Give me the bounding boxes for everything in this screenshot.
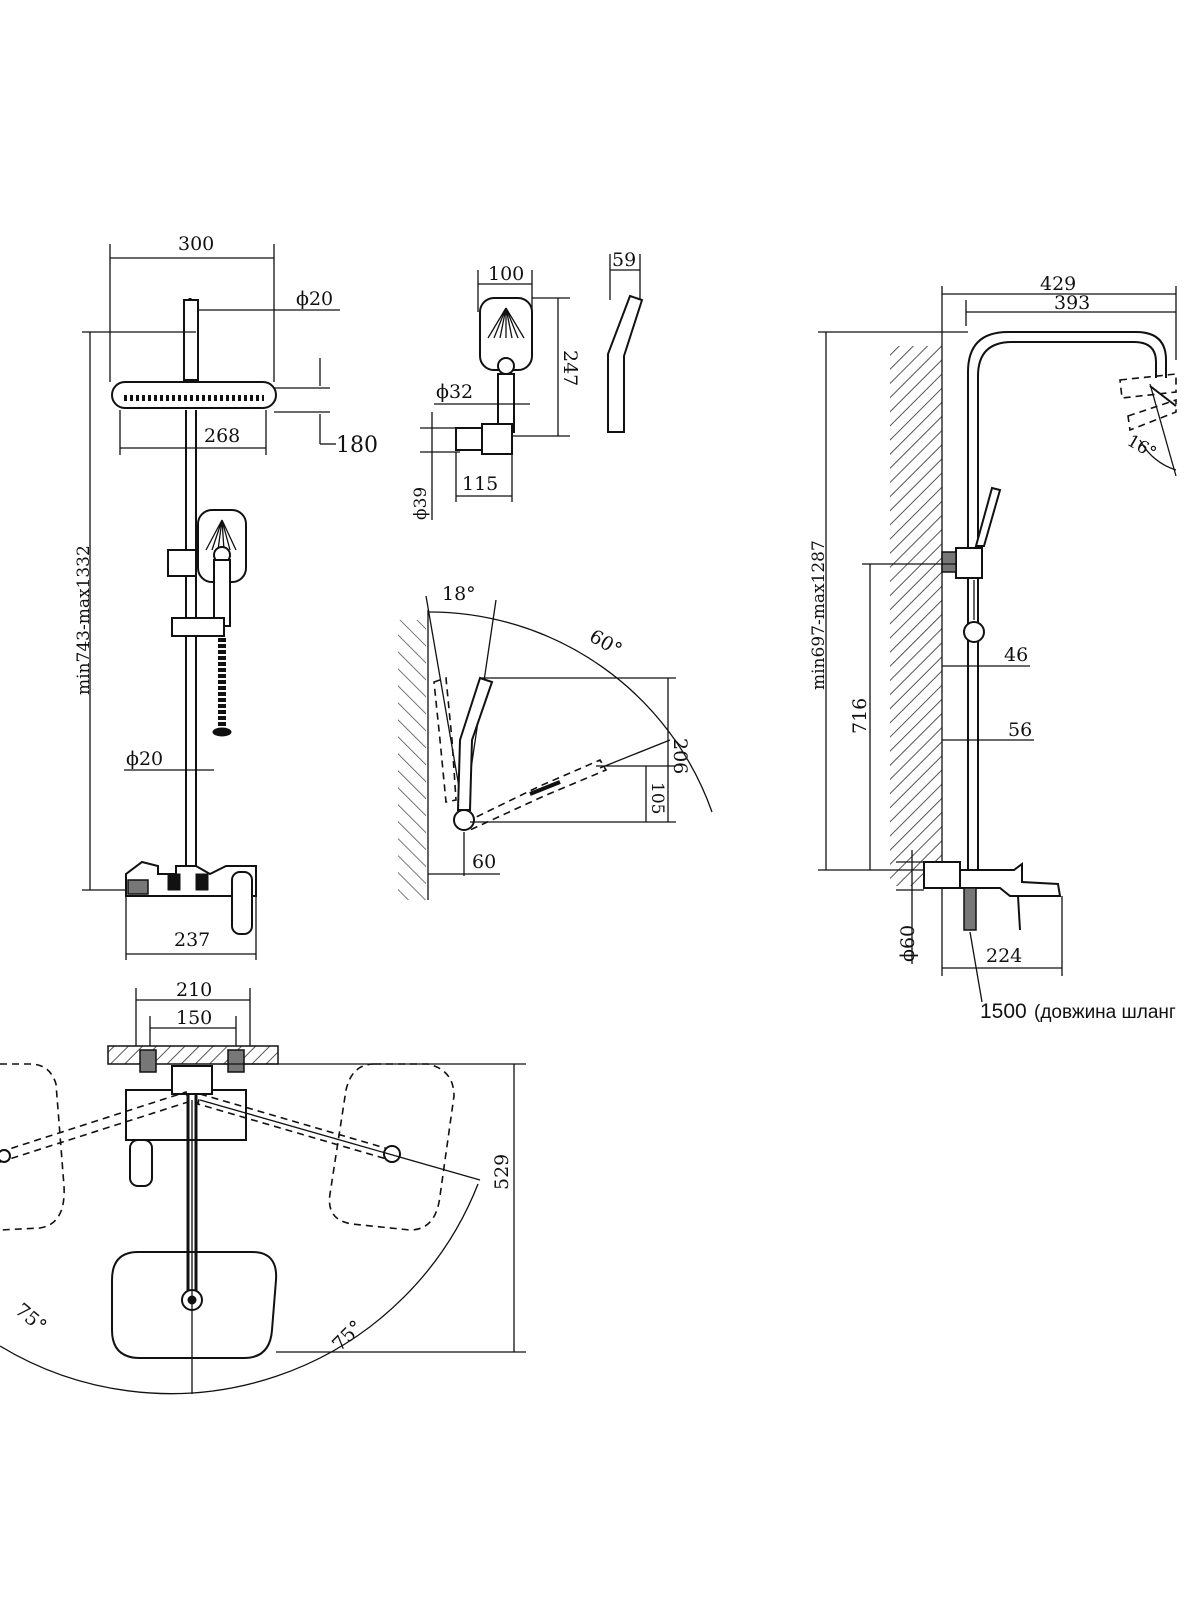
dim-phi20-lower: ϕ20 <box>126 748 163 770</box>
dim-phi32: ϕ32 <box>436 381 473 403</box>
dim-46: 46 <box>1004 644 1028 666</box>
angle-75-right: 75° <box>328 1316 367 1355</box>
dim-224: 224 <box>986 945 1022 967</box>
dim-237: 237 <box>174 929 210 951</box>
angle-60: 60° <box>586 625 626 661</box>
angle-75-left: 75° <box>11 1299 51 1338</box>
dim-268: 268 <box>204 425 240 447</box>
dim-height-side: min697-max1287 <box>809 540 829 690</box>
dim-phi60: ϕ60 <box>897 925 919 962</box>
dim-210: 210 <box>176 979 212 1001</box>
dim-300: 300 <box>178 233 214 255</box>
dim-180: 180 <box>336 433 378 458</box>
dim-phi20-top: ϕ20 <box>296 288 333 310</box>
hand-shower-detail: 100 247 ϕ32 ϕ39 115 59 <box>411 249 644 520</box>
dim-150: 150 <box>176 1007 212 1029</box>
dim-206: 206 <box>669 738 691 774</box>
angle-18: 18° <box>442 583 476 605</box>
dim-105: 105 <box>647 782 667 814</box>
top-view: 210 150 75° 75° <box>0 979 526 1395</box>
dim-393: 393 <box>1054 292 1090 314</box>
dim-115: 115 <box>462 473 498 495</box>
dim-100: 100 <box>488 263 524 285</box>
dim-59: 59 <box>612 249 636 271</box>
dim-247: 247 <box>559 350 581 386</box>
dim-529: 529 <box>491 1154 513 1190</box>
side-view: 429 393 16° min697-max1287 716 46 56 <box>809 273 1177 1023</box>
hose-note: (довжина шланг <box>1034 1002 1176 1023</box>
dim-phi39: ϕ39 <box>411 487 431 520</box>
tilt-view: 18° 60° 206 105 60 <box>398 583 713 900</box>
front-view: 300 ϕ20 180 268 <box>74 233 378 960</box>
hose-length: 1500 <box>980 1000 1027 1023</box>
dim-716: 716 <box>849 698 871 734</box>
dim-429: 429 <box>1040 273 1076 295</box>
dim-60: 60 <box>472 851 496 873</box>
dim-56: 56 <box>1008 719 1032 741</box>
dim-height-front: min743-max1332 <box>74 545 94 695</box>
